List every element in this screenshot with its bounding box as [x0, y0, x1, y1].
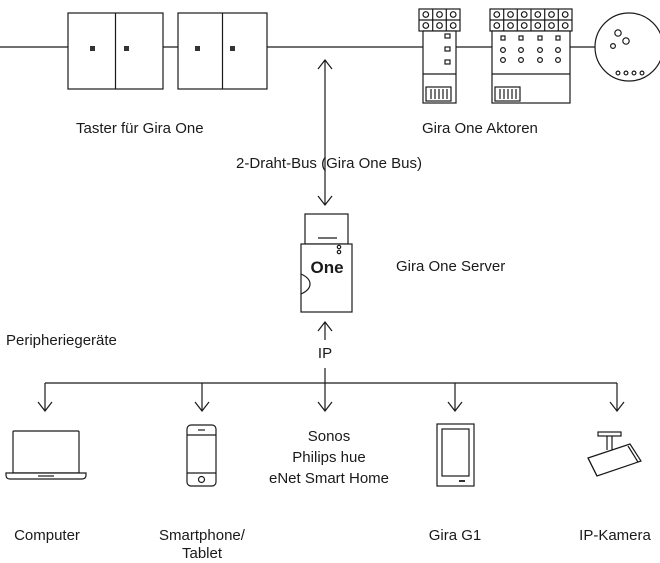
periphery-label: Peripheriegeräte — [6, 332, 117, 349]
ip-camera-label: IP-Kamera — [579, 527, 651, 544]
flush-mounted-actuator-icon — [594, 12, 660, 82]
arrow-up-icon — [317, 321, 333, 332]
server-logo: One — [310, 258, 343, 277]
push-button-icon — [177, 12, 268, 90]
push-button-icon — [67, 12, 164, 90]
ip-label: IP — [317, 345, 333, 362]
server-icon — [300, 213, 353, 313]
gira-g1-label: Gira G1 — [428, 527, 482, 544]
laptop-icon — [5, 430, 87, 480]
integration-list: Sonos Philips hue eNet Smart Home — [269, 426, 389, 489]
bus-label: 2-Draht-Bus (Gira One Bus) — [236, 155, 422, 172]
computer-label: Computer — [14, 527, 80, 544]
arrow-up-icon — [317, 59, 333, 70]
actuator-icon — [418, 8, 461, 104]
ip-camera-icon — [587, 431, 642, 477]
server-label: Gira One Server — [396, 258, 506, 275]
actuator-icon — [489, 8, 573, 104]
smartphone-label-line1: Smartphone/ — [159, 527, 245, 544]
smartphone-icon — [186, 424, 217, 487]
aktoren-label: Gira One Aktoren — [422, 120, 538, 137]
integration-item: eNet Smart Home — [268, 470, 390, 487]
device-arrows — [37, 383, 625, 412]
system-diagram: One — [0, 8, 660, 487]
taster-label: Taster für Gira One — [76, 120, 204, 137]
smartphone-label: Smartphone/ Tablet — [159, 527, 245, 563]
integration-item: Philips hue — [292, 449, 366, 466]
integration-item: Sonos — [307, 428, 351, 445]
arrow-down-icon — [317, 195, 333, 206]
tablet-icon — [436, 423, 475, 487]
smartphone-label-line2: Tablet — [181, 545, 223, 562]
